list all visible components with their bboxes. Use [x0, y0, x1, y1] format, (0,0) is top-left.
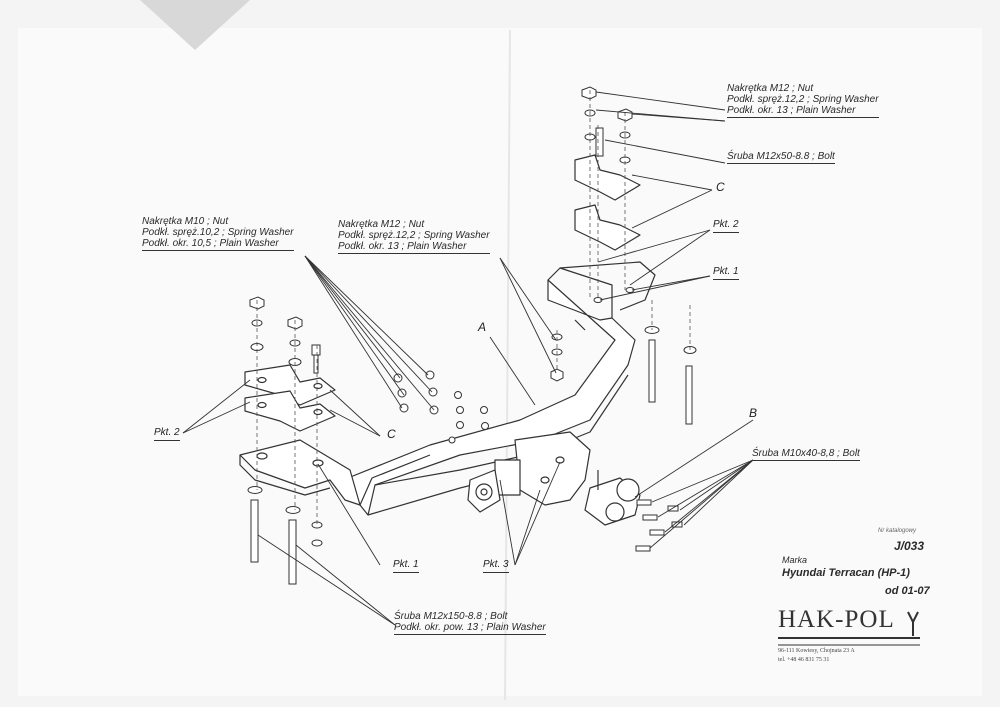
right-spacer-plate-upper: [574, 154, 641, 201]
main-crossbar: [347, 261, 656, 516]
callout-c-left: C: [387, 427, 396, 441]
label-line: Podkł. spręż.12,2 ; Spring Washer: [727, 94, 879, 105]
label-nut-m12-mid: Nakrętka M12 ; Nut Podkł. spręż.12,2 ; S…: [338, 219, 490, 254]
alignment-lines: [256, 90, 691, 525]
callout-pkt1-right: Pkt. 1: [713, 266, 739, 280]
fold-line: [504, 29, 511, 701]
folded-corner: [140, 0, 250, 50]
callout-b: B: [749, 406, 758, 420]
label-bolt-m12x150: Śruba M12x150-8.8 ; Bolt Podkł. okr. pow…: [394, 611, 546, 635]
callout-pkt2-right: Pkt. 2: [713, 219, 739, 233]
socket-plate: [467, 469, 501, 513]
left-long-bolts: [247, 486, 323, 585]
paper-sheet: [18, 28, 982, 696]
right-spacer-plate-lower: [574, 204, 641, 251]
brand-address: 96-111 Kowiesy, Chojnata 23 A: [778, 648, 855, 654]
brand-name: HAK-POL: [778, 606, 895, 633]
callout-pkt2-left: Pkt. 2: [154, 427, 180, 441]
label-line: Nakrętka M12 ; Nut: [727, 83, 814, 94]
label-line: Podkł. okr. pow. 13 ; Plain Washer: [394, 622, 546, 633]
label-line: Podkł. spręż.12,2 ; Spring Washer: [338, 230, 490, 241]
callout-c-right: C: [716, 180, 725, 194]
callout-pkt3: Pkt. 3: [483, 559, 509, 573]
label-nut-m10: Nakrętka M10 ; Nut Podkł. spręż.10,2 ; S…: [142, 216, 294, 251]
vehicle-from-date: od 01-07: [885, 585, 930, 597]
callout-a: A: [478, 320, 487, 334]
catalog-number-label: Nr katalogowy: [878, 528, 917, 534]
label-line: Podkł. okr. 13 ; Plain Washer: [338, 241, 467, 252]
marka-label: Marka: [782, 555, 808, 565]
label-line: Podkł. okr. 13 ; Plain Washer: [727, 105, 856, 116]
middle-fastener-cluster: [393, 370, 489, 444]
vehicle-model: Hyundai Terracan (HP-1): [782, 567, 910, 579]
label-line: Podkł. spręż.10,2 ; Spring Washer: [142, 227, 294, 238]
label-line: Nakrętka M12 ; Nut: [338, 219, 425, 230]
label-nut-m12-top: Nakrętka M12 ; Nut Podkł. spręż.12,2 ; S…: [727, 83, 879, 118]
tow-ball: [584, 470, 641, 526]
catalog-number: J/033: [894, 539, 925, 553]
label-line: Nakrętka M10 ; Nut: [142, 216, 229, 227]
left-spacer-plate-upper: [244, 364, 336, 406]
label-line: Śruba M12x150-8.8 ; Bolt: [394, 611, 508, 622]
label-line: Podkł. okr. 10,5 ; Plain Washer: [142, 238, 279, 249]
hak-pol-logo-mark: [778, 611, 920, 639]
label-bolt-m12x50: Śruba M12x50-8.8 ; Bolt: [727, 151, 835, 164]
label-bolt-m10x40: Śruba M10x40-8,8 ; Bolt: [752, 448, 860, 461]
brand-phone: tel. +48 46 831 75 31: [778, 657, 830, 663]
ball-mount-bracket: [494, 431, 591, 506]
callout-pkt1-bottom: Pkt. 1: [393, 559, 419, 573]
leader-lines: [182, 91, 754, 626]
